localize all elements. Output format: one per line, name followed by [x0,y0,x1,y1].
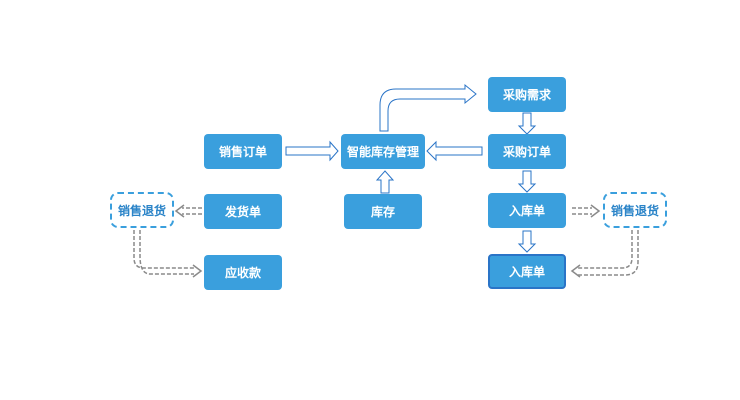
dashed-arrow-inbound-to-return [572,204,601,218]
node-label: 销售退货 [117,203,166,218]
arrow-inbound-to-inbound [517,230,537,253]
node-label: 智能库存管理 [346,145,419,159]
node-label: 采购订单 [502,145,551,159]
node-label: 发货单 [224,205,261,219]
arrow-stock-to-inventory [375,170,395,194]
arrow-demand-to-order [517,112,537,135]
node-receivable[interactable]: 应收款 [204,255,282,290]
node-sales-return-right[interactable]: 销售退货 [603,192,667,228]
dashed-arrow-return-to-inbound [570,230,639,278]
arrow-sales-to-inventory [285,140,339,162]
node-sales-return-left[interactable]: 销售退货 [110,192,174,228]
node-label: 销售订单 [218,145,267,159]
node-inbound-2[interactable]: 入库单 [488,254,566,289]
arrow-order-to-inbound [517,170,537,193]
dashed-arrow-delivery-to-return [174,204,202,218]
node-label: 应收款 [224,266,261,280]
arrow-inventory-to-demand [379,83,477,132]
arrow-purchase-to-inventory [426,140,483,162]
node-label: 入库单 [508,265,545,279]
node-label: 采购需求 [502,88,551,102]
dashed-arrow-return-to-receivable [133,230,203,278]
node-sales-order[interactable]: 销售订单 [204,134,282,169]
node-smart-inventory[interactable]: 智能库存管理 [341,134,425,169]
node-stock[interactable]: 库存 [344,194,422,229]
node-purchase-order[interactable]: 采购订单 [488,134,566,169]
node-delivery-note[interactable]: 发货单 [204,194,282,229]
node-label: 销售退货 [610,203,659,218]
node-inbound-1[interactable]: 入库单 [488,193,566,228]
node-label: 库存 [370,205,395,219]
node-label: 入库单 [508,204,545,218]
node-purchase-demand[interactable]: 采购需求 [488,77,566,112]
